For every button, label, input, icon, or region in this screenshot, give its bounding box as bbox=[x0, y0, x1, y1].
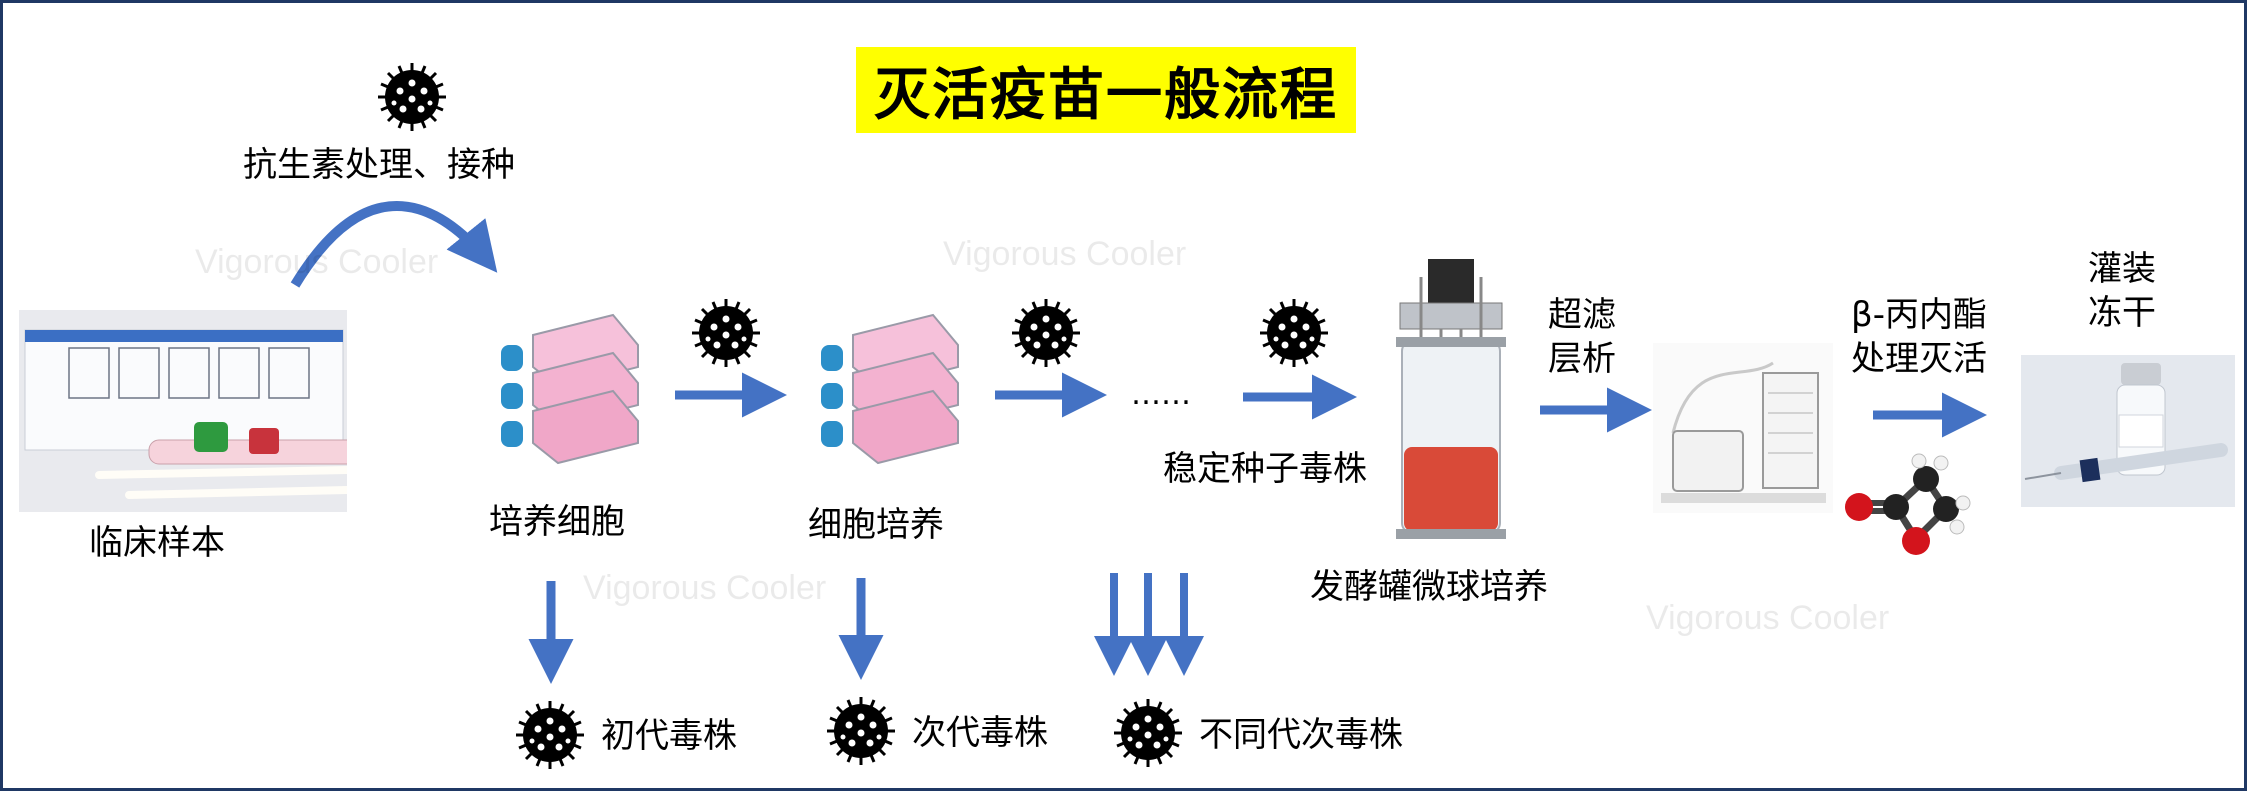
label-fermenter: 发酵罐微球培养 bbox=[1310, 567, 1548, 607]
label-bpl-line2: 处理灭活 bbox=[1851, 339, 1987, 380]
virus-icon bbox=[376, 61, 448, 133]
watermark: Vigorous Cooler bbox=[583, 569, 827, 607]
label-ultrafiltration-line2: 层析 bbox=[1548, 339, 1616, 380]
fermenter-image bbox=[1396, 259, 1506, 539]
label-culture-cells: 培养细胞 bbox=[489, 502, 625, 542]
label-ultrafiltration-line1: 超滤 bbox=[1548, 295, 1616, 335]
diagram-title: 灭活疫苗一般流程 bbox=[856, 47, 1356, 133]
label-fill-line2: 冻干 bbox=[2088, 293, 2156, 334]
label-bpl-line1: β-丙内酯 bbox=[1851, 295, 1987, 335]
label-stable-seed: 稳定种子毒株 bbox=[1163, 449, 1367, 489]
virus-icon bbox=[1258, 297, 1330, 369]
label-bpl-inactivation: β-丙内酯 处理灭活 bbox=[1851, 293, 1987, 381]
label-secondary-strain: 次代毒株 bbox=[912, 713, 1048, 753]
label-ultrafiltration: 超滤 层析 bbox=[1548, 293, 1616, 381]
label-ellipsis: …… bbox=[1131, 377, 1191, 412]
label-primary-strain: 初代毒株 bbox=[601, 716, 737, 756]
virus-icon bbox=[825, 695, 897, 767]
arrow-layer bbox=[290, 61, 1987, 771]
curved-arrow bbox=[290, 201, 498, 288]
watermark: Vigorous Cooler bbox=[943, 235, 1187, 273]
ultrafiltration-image bbox=[1653, 343, 1833, 513]
virus-icon bbox=[1010, 297, 1082, 369]
virus-icon bbox=[690, 297, 762, 369]
label-multi-strain: 不同代次毒株 bbox=[1199, 715, 1403, 755]
clinical-sample-image bbox=[19, 310, 347, 512]
label-clinical-sample: 临床样本 bbox=[89, 523, 225, 563]
label-fill-line1: 灌装 bbox=[2088, 249, 2156, 289]
label-fill-dry: 灌装 冻干 bbox=[2088, 247, 2156, 335]
molecule-image bbox=[1845, 453, 1971, 555]
cell-flask-image bbox=[501, 313, 639, 465]
label-antibiotic: 抗生素处理、接种 bbox=[243, 145, 515, 185]
vaccine-image bbox=[2021, 355, 2235, 507]
virus-icon bbox=[1112, 697, 1184, 769]
virus-icon bbox=[514, 699, 586, 771]
cell-flask-image bbox=[821, 313, 959, 465]
label-cell-culture: 细胞培养 bbox=[808, 505, 944, 545]
watermark: Vigorous Cooler bbox=[1646, 599, 1890, 637]
watermark: Vigorous Cooler bbox=[195, 243, 439, 281]
